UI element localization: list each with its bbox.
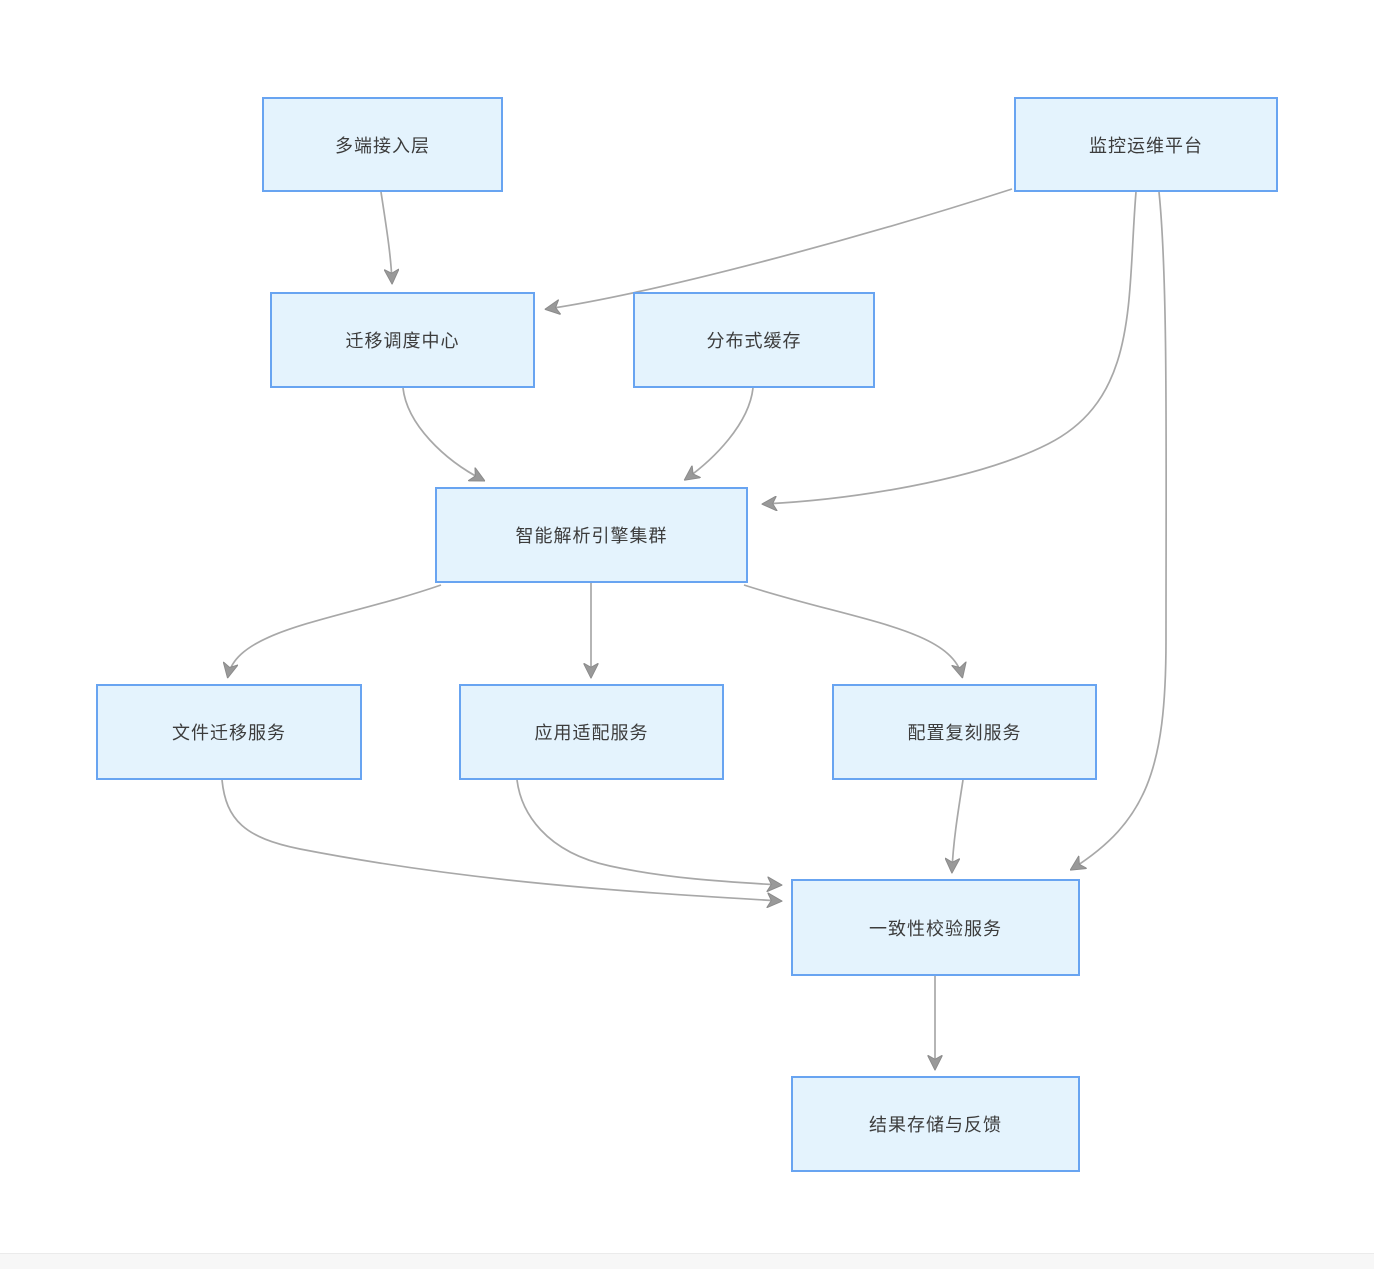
node-label: 一致性校验服务 <box>869 918 1002 939</box>
node-label: 智能解析引擎集群 <box>515 526 668 546</box>
node-migration-scheduling-center[interactable]: 迁移调度中心 <box>270 292 535 388</box>
edge-engine-to-config-replication <box>743 584 962 676</box>
footer-strip <box>0 1253 1374 1269</box>
node-app-adaptation-service[interactable]: 应用适配服务 <box>459 684 724 780</box>
node-label: 分布式缓存 <box>706 331 802 351</box>
node-file-migration-service[interactable]: 文件迁移服务 <box>96 684 362 780</box>
node-result-storage-feedback[interactable]: 结果存储与反馈 <box>791 1076 1080 1172</box>
node-parsing-engine-cluster[interactable]: 智能解析引擎集群 <box>435 487 748 583</box>
node-label: 迁移调度中心 <box>345 331 460 351</box>
edge-monitoring-to-scheduler <box>547 188 1013 309</box>
node-label: 文件迁移服务 <box>172 723 286 743</box>
node-monitoring-ops-platform[interactable]: 监控运维平台 <box>1014 97 1278 192</box>
node-multi-end-access-layer[interactable]: 多端接入层 <box>262 97 503 192</box>
edge-app-adaptation-to-consistency <box>516 779 780 885</box>
node-consistency-check-service[interactable]: 一致性校验服务 <box>791 879 1080 976</box>
node-label: 配置复刻服务 <box>907 723 1022 743</box>
node-label: 多端接入层 <box>335 135 430 156</box>
node-label: 监控运维平台 <box>1089 135 1203 156</box>
node-config-replication-service[interactable]: 配置复刻服务 <box>832 684 1097 780</box>
edge-access-to-scheduler <box>380 191 392 282</box>
edge-scheduler-to-engine <box>402 387 483 480</box>
node-label: 应用适配服务 <box>534 723 649 743</box>
edge-cache-to-engine <box>686 387 754 479</box>
edge-config-replication-to-consistency <box>952 779 964 871</box>
edge-file-migration-to-consistency <box>221 779 780 901</box>
node-distributed-cache[interactable]: 分布式缓存 <box>633 292 875 388</box>
node-label: 结果存储与反馈 <box>869 1115 1002 1135</box>
edge-engine-to-file-migration <box>228 584 442 676</box>
